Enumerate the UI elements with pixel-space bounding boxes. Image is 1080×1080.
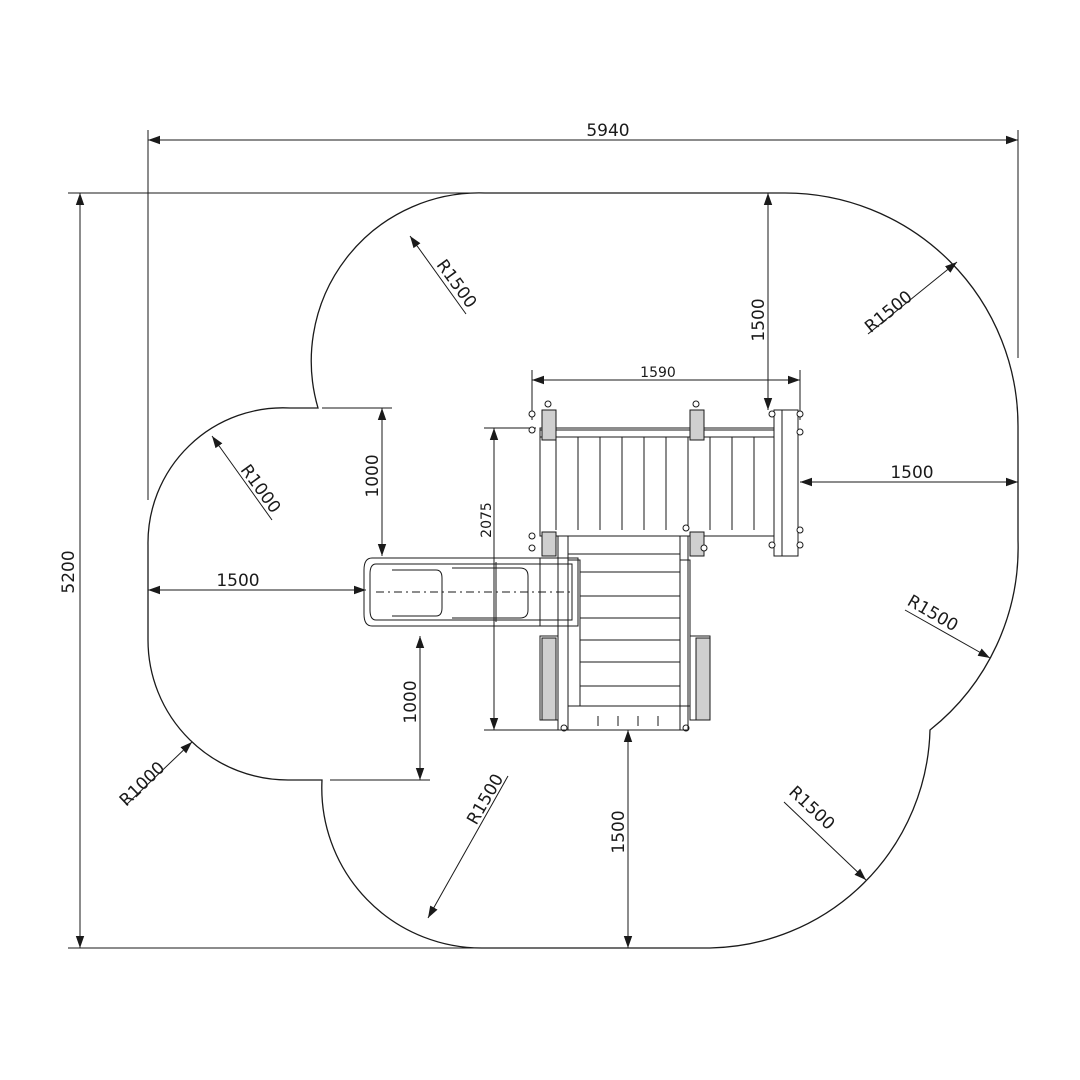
radius-label-left-upper: R1000	[236, 461, 285, 517]
post-middle-left	[541, 531, 557, 557]
platform-deck-boards	[555, 437, 755, 530]
slide-bottom-clearance-label: 1000	[401, 680, 421, 723]
structure-depth-label: 2075	[479, 502, 495, 538]
right-clearance-label: 1500	[890, 463, 933, 483]
bottom-clearance-label: 1500	[609, 810, 629, 853]
radius-label-bottom-right: R1500	[784, 782, 838, 834]
slide	[363, 556, 579, 628]
dimension-lines	[75, 135, 1018, 948]
climbing-structure	[539, 535, 711, 731]
slide-top-clearance-label: 1000	[363, 454, 383, 497]
top-clearance-label: 1500	[749, 298, 769, 341]
radius-label-bottom-left: R1500	[463, 771, 508, 829]
post-middle-right	[689, 531, 705, 557]
safety-zone-outline	[147, 192, 1019, 949]
radius-label-top-right: R1500	[861, 287, 916, 337]
overall-height-label: 5200	[59, 550, 79, 593]
post-bottom-right	[695, 637, 711, 721]
bolts	[528, 400, 804, 732]
post-bottom-left	[541, 637, 557, 721]
upper-platform	[539, 409, 799, 557]
radius-leaders	[125, 235, 991, 919]
extension-lines	[68, 130, 1019, 949]
overall-width-label: 5940	[586, 121, 629, 141]
radius-label-left-lower: R1000	[116, 758, 170, 811]
radius-label-top-left: R1500	[432, 256, 481, 312]
posts	[541, 409, 711, 721]
platform-width-label: 1590	[640, 365, 676, 381]
left-clearance-label: 1500	[216, 571, 259, 591]
post-top-middle	[689, 409, 705, 441]
post-top-left	[541, 409, 557, 441]
